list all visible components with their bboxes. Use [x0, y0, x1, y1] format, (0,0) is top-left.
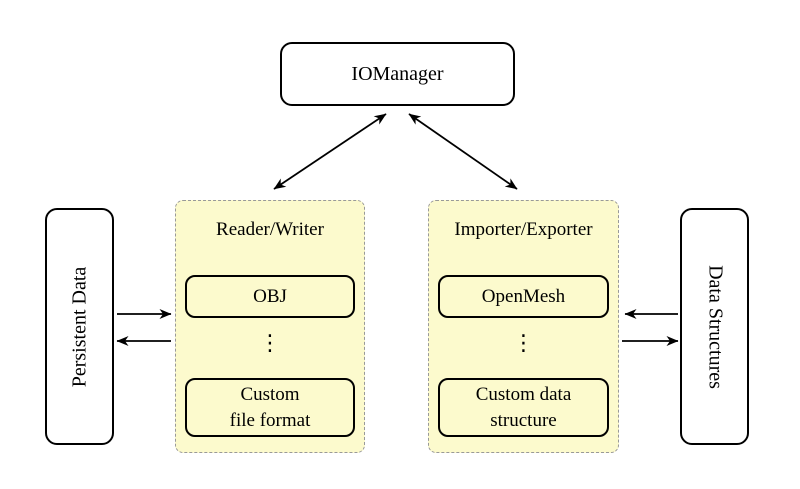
reader-writer-panel: Reader/Writer OBJ Custom file format	[175, 200, 365, 453]
custom-data-structure-box: Custom data structure	[438, 378, 609, 437]
obj-box: OBJ	[185, 275, 355, 318]
iomanager-box: IOManager	[280, 42, 515, 106]
importer-exporter-panel: Importer/Exporter OpenMesh Custom data s…	[428, 200, 619, 453]
persistent-data-box: Persistent Data	[45, 208, 114, 445]
custom-file-format-box: Custom file format	[185, 378, 355, 437]
openmesh-box: OpenMesh	[438, 275, 609, 318]
importer-exporter-title: Importer/Exporter	[454, 219, 593, 240]
arrow-iomanager-importer-exporter	[408, 113, 518, 190]
importer-exporter-ellipsis: ⋮	[512, 331, 535, 356]
arrow-iomanager-reader-writer	[273, 113, 387, 190]
persistent-data-label: Persistent Data	[68, 266, 90, 387]
iomanager-label: IOManager	[351, 62, 444, 85]
data-structures-box: Data Structures	[680, 208, 749, 445]
reader-writer-title: Reader/Writer	[216, 219, 324, 240]
data-structures-label: Data Structures	[704, 264, 726, 389]
reader-writer-ellipsis: ⋮	[259, 331, 281, 356]
